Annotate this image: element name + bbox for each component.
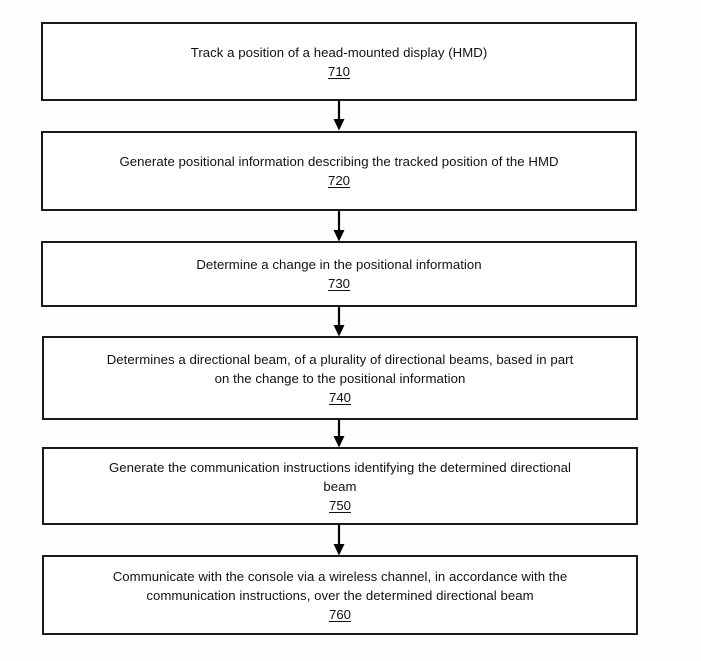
flow-step-720-ref: 720 <box>327 173 350 188</box>
connector-730-to-740 <box>332 307 346 337</box>
flow-step-720-text: Generate positional information describi… <box>119 154 559 169</box>
flow-step-720: Generate positional information describi… <box>41 131 637 211</box>
connector-710-to-720 <box>332 101 346 131</box>
flow-step-760-ref: 760 <box>328 606 351 622</box>
flow-step-710: Track a position of a head-mounted displ… <box>41 22 637 101</box>
flow-step-730: Determine a change in the positional inf… <box>41 241 637 307</box>
flow-step-760-text: Communicate with the console via a wirel… <box>112 568 568 603</box>
flow-step-740-ref: 740 <box>328 389 351 405</box>
flow-step-750-ref: 750 <box>328 497 351 513</box>
flow-step-730-ref: 730 <box>327 276 350 291</box>
flow-step-710-text: Track a position of a head-mounted displ… <box>190 44 488 60</box>
flow-step-750-text: Generate the communication instructions … <box>108 459 572 494</box>
flow-step-760: Communicate with the console via a wirel… <box>42 555 638 635</box>
flow-step-740-text: Determines a directional beam, of a plur… <box>106 351 574 386</box>
flow-step-740: Determines a directional beam, of a plur… <box>42 336 638 420</box>
connector-740-to-750 <box>332 420 346 448</box>
connector-750-to-760 <box>332 525 346 556</box>
flow-step-730-text: Determine a change in the positional inf… <box>196 257 482 272</box>
flow-step-750: Generate the communication instructions … <box>42 447 638 525</box>
connector-720-to-730 <box>332 211 346 242</box>
flow-step-710-ref: 710 <box>327 63 350 79</box>
